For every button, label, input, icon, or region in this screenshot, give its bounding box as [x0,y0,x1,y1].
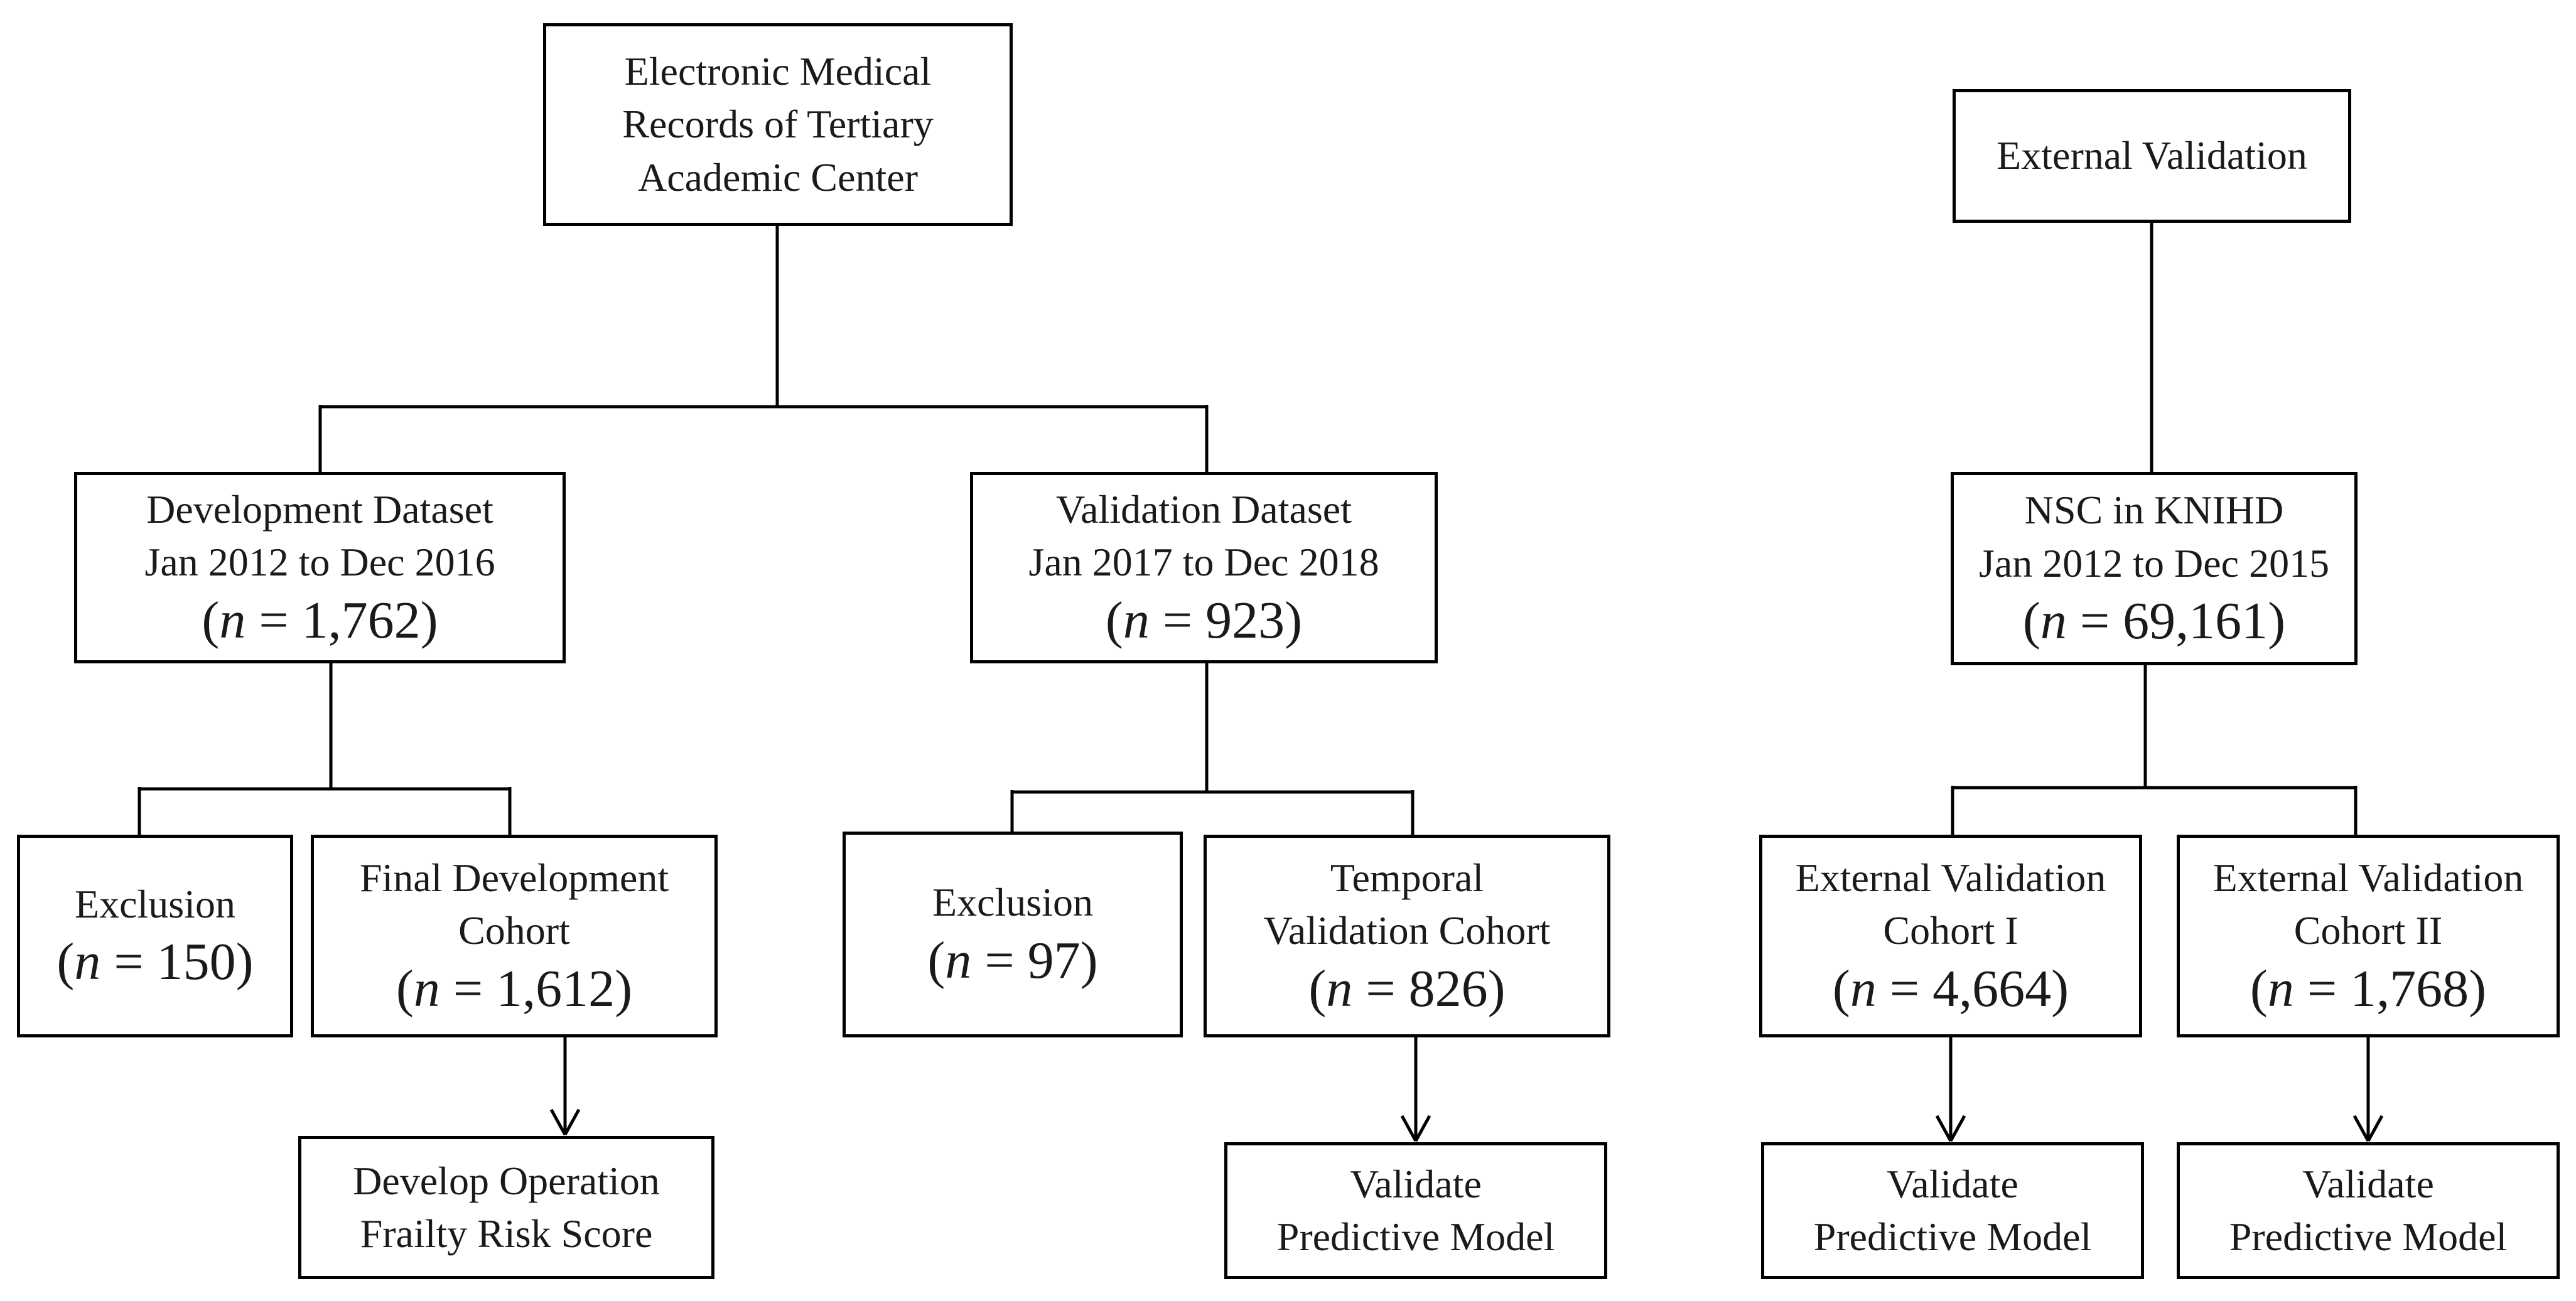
exclusion-val-box: Exclusion (n = 97) [843,832,1183,1037]
n-symbol: n [1123,591,1150,650]
ext1-count-value: = 4,664) [1876,959,2069,1018]
emr-source-box: Electronic Medical Records of Tertiary A… [543,23,1013,226]
temporal-line-1: Temporal [1330,855,1484,900]
excl-dev-count-value: = 150) [100,933,254,992]
excl-dev-label: Exclusion [75,881,235,926]
validation-dataset-box: Validation Dataset Jan 2017 to Dec 2018 … [970,472,1438,663]
validate-model-ext1-box: Validate Predictive Model [1761,1142,2144,1279]
val-count: (n = 923) [1105,591,1303,650]
arrow-to-validate-ext1 [1935,1037,1966,1142]
dev-count: (n = 1,762) [202,591,438,650]
develop-score-line-2: Frailty Risk Score [360,1211,653,1256]
arrow-to-validate-ext2 [2352,1037,2384,1142]
final-dev-count-value: = 1,612) [439,959,633,1018]
emr-line-3: Academic Center [638,154,918,200]
validate-ext1-line-2: Predictive Model [1813,1214,2092,1259]
n-symbol: n [219,591,246,650]
final-development-cohort-box: Final Development Cohort (n = 1,612) [311,835,718,1037]
final-dev-line-1: Final Development [359,855,669,900]
ext1-line-2: Cohort I [1883,908,2018,953]
temporal-count: (n = 826) [1308,959,1506,1018]
val-line-2: Jan 2017 to Dec 2018 [1028,540,1379,585]
validate-ext2-line-1: Validate [2302,1161,2434,1206]
val-line-1: Validation Dataset [1056,486,1352,532]
external-validation-header-box: External Validation [1953,89,2351,223]
develop-score-line-1: Develop Operation [353,1158,660,1203]
nsc-knihd-box: NSC in KNIHD Jan 2012 to Dec 2015 (n = 6… [1951,472,2358,665]
arrow-to-develop-score [549,1037,581,1136]
nsc-line-1: NSC in KNIHD [2024,488,2284,533]
excl-dev-count: (n = 150) [57,933,254,992]
ext2-count-value: = 1,768) [2293,959,2487,1018]
arrow-to-validate-temporal [1400,1037,1431,1142]
emr-line-1: Electronic Medical [624,48,932,94]
validate-ext1-line-1: Validate [1887,1161,2018,1206]
nsc-count-value: = 69,161) [2066,592,2286,651]
external-validation-header-label: External Validation [1997,133,2307,178]
validate-temporal-line-2: Predictive Model [1276,1214,1555,1259]
excl-val-label: Exclusion [932,880,1093,925]
n-symbol: n [74,933,101,992]
ext2-count: (n = 1,768) [2250,959,2487,1018]
excl-val-count: (n = 97) [927,931,1098,990]
develop-risk-score-box: Develop Operation Frailty Risk Score [298,1136,714,1279]
temporal-validation-cohort-box: Temporal Validation Cohort (n = 826) [1204,835,1610,1037]
n-symbol: n [945,931,972,990]
ext1-count: (n = 4,664) [1832,959,2069,1018]
final-dev-line-2: Cohort [458,908,570,953]
dev-line-1: Development Dataset [146,486,493,532]
excl-val-count-value: = 97) [971,931,1098,990]
final-dev-count: (n = 1,612) [396,959,633,1018]
validate-model-ext2-box: Validate Predictive Model [2177,1142,2560,1279]
validate-temporal-line-1: Validate [1350,1161,1482,1206]
validate-ext2-line-2: Predictive Model [2229,1214,2508,1259]
ext1-line-1: External Validation [1795,855,2106,900]
n-symbol: n [2267,959,2294,1018]
nsc-count: (n = 69,161) [2022,592,2286,651]
n-symbol: n [2040,592,2067,651]
dev-line-2: Jan 2012 to Dec 2016 [144,540,495,585]
development-dataset-box: Development Dataset Jan 2012 to Dec 2016… [74,472,566,663]
ext2-line-2: Cohort II [2293,908,2443,953]
external-validation-cohort-2-box: External Validation Cohort II (n = 1,768… [2177,835,2560,1037]
val-count-value: = 923) [1149,591,1303,650]
n-symbol: n [413,959,440,1018]
validate-model-temporal-box: Validate Predictive Model [1224,1142,1607,1279]
exclusion-dev-box: Exclusion (n = 150) [17,835,293,1037]
temporal-line-2: Validation Cohort [1263,908,1551,953]
nsc-line-2: Jan 2012 to Dec 2015 [1978,540,2330,586]
dev-count-value: = 1,762) [245,591,438,650]
external-validation-cohort-1-box: External Validation Cohort I (n = 4,664) [1759,835,2142,1037]
n-symbol: n [1326,959,1353,1018]
ext2-line-1: External Validation [2212,855,2524,900]
n-symbol: n [1850,959,1877,1018]
emr-line-2: Records of Tertiary [622,102,934,147]
temporal-count-value: = 826) [1352,959,1506,1018]
